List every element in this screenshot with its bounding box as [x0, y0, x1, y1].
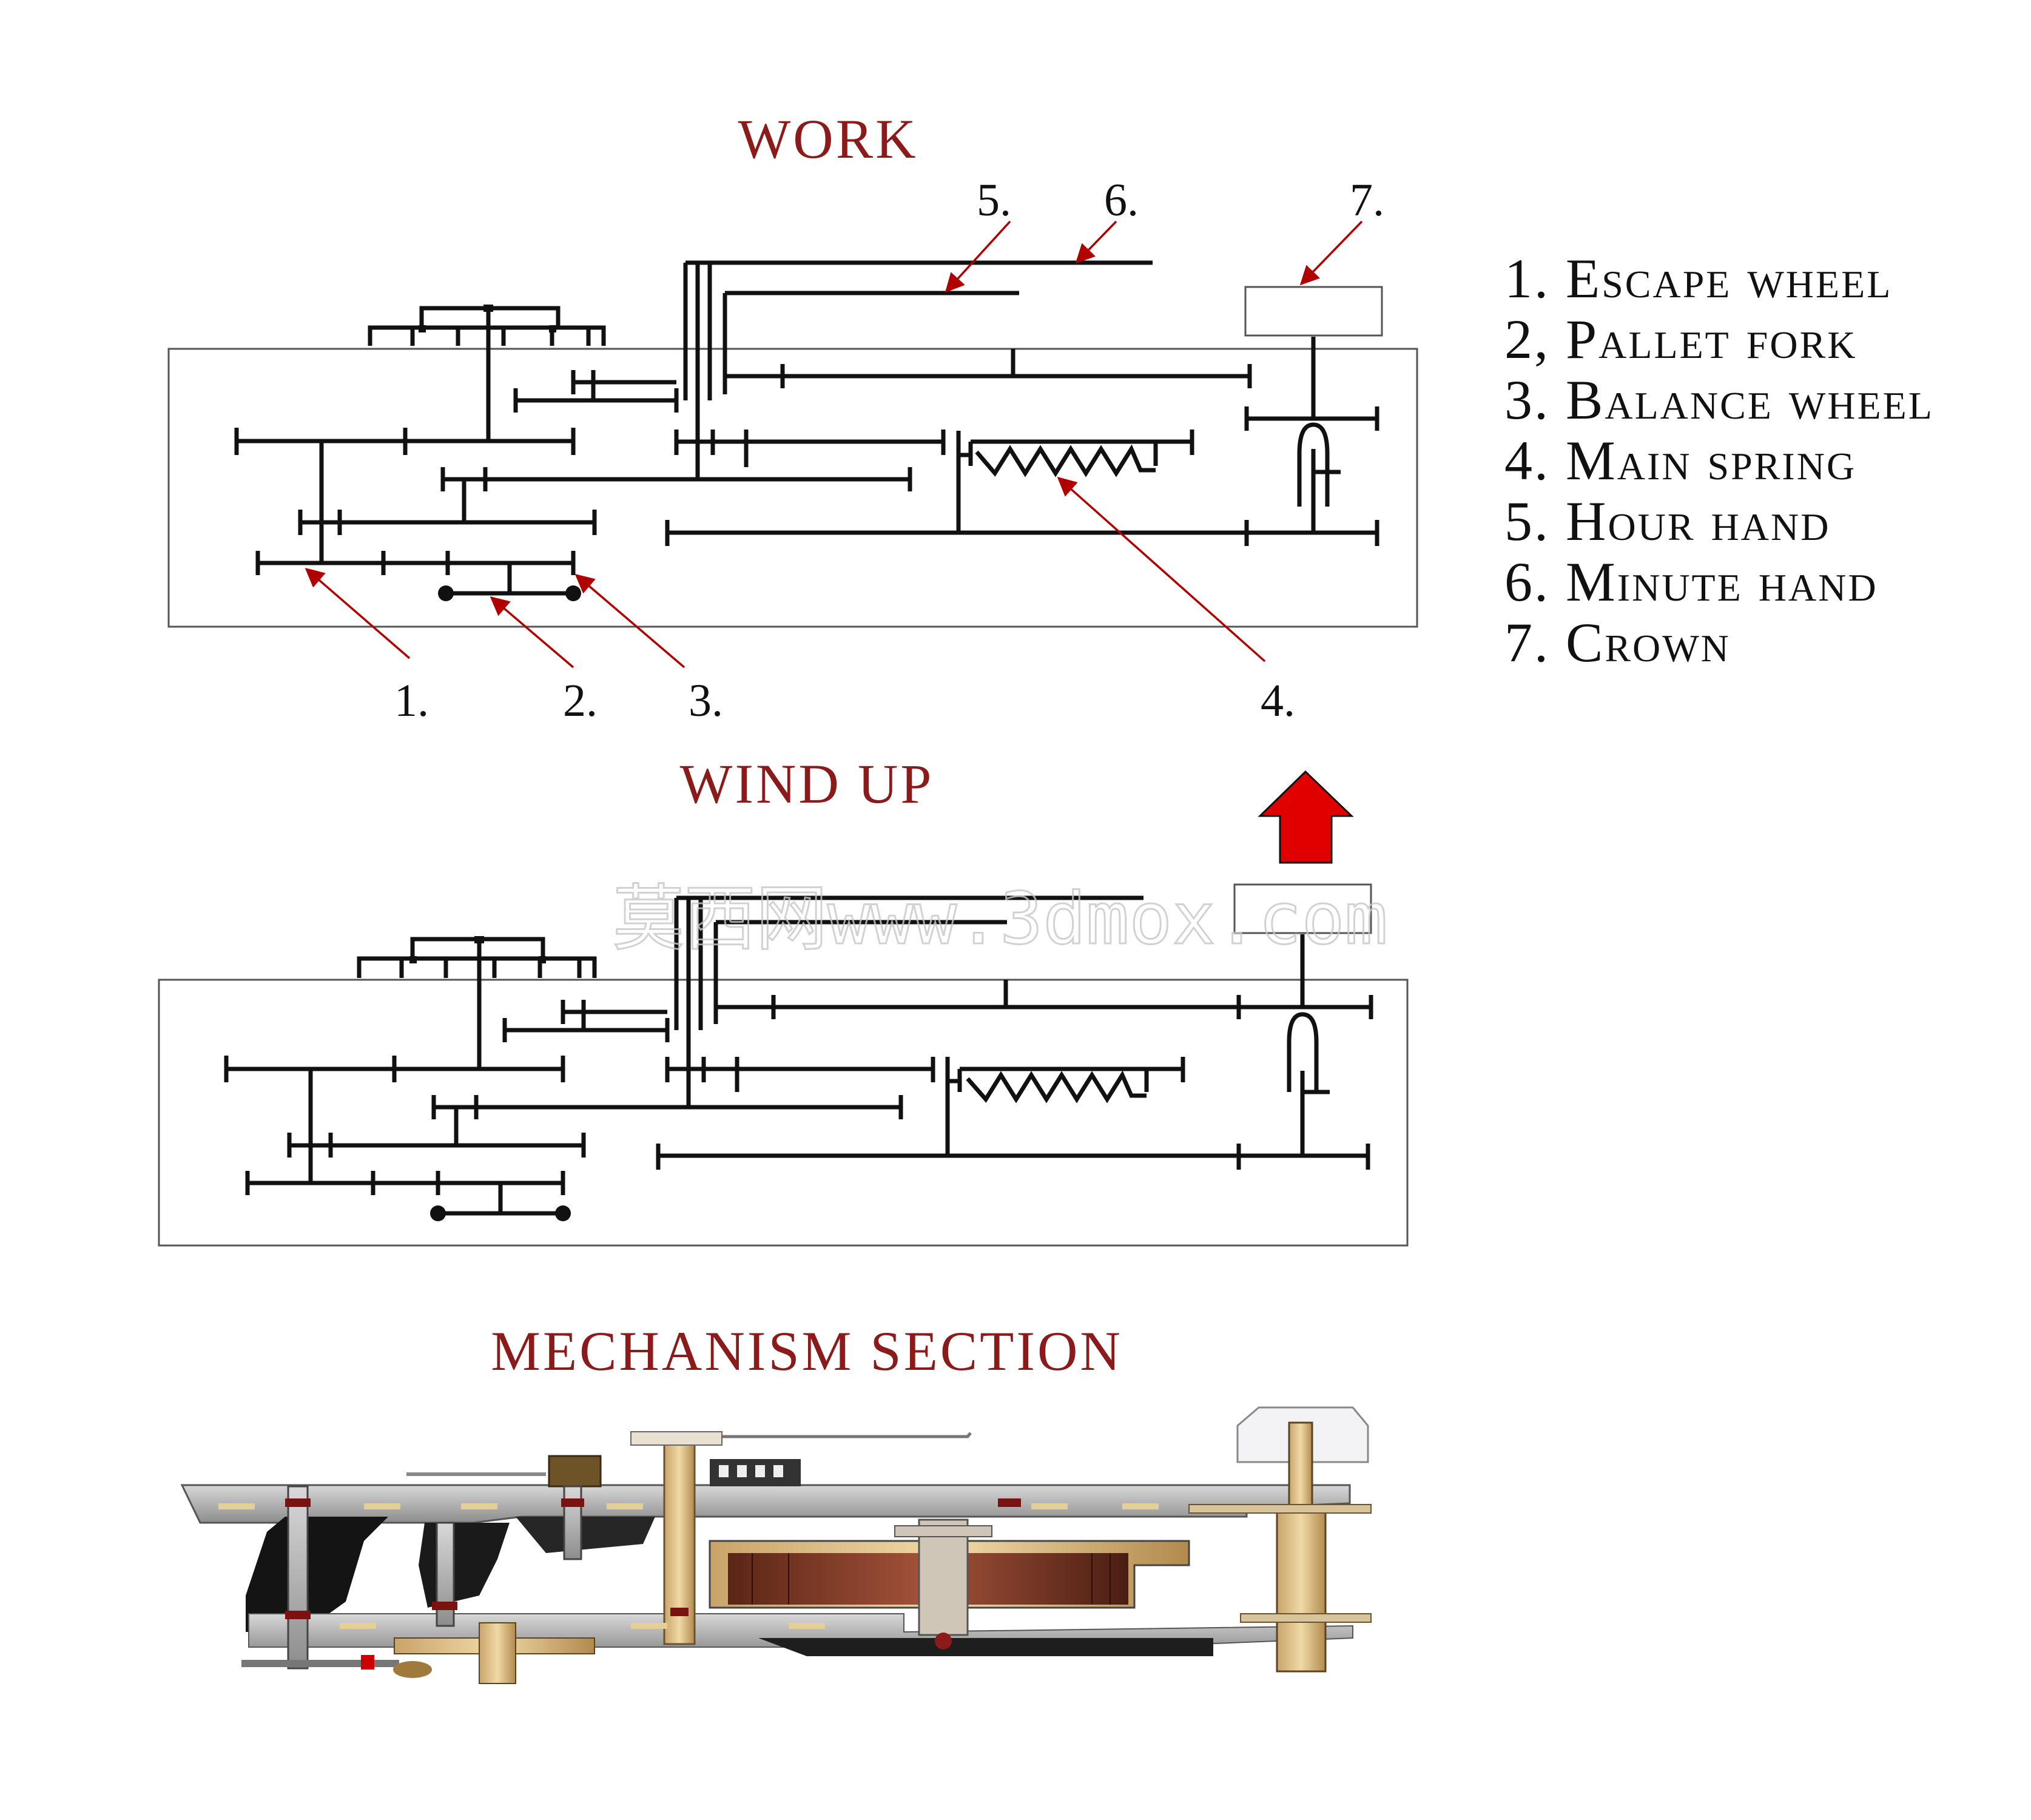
callout-arrows [305, 220, 1363, 669]
legend-item-crown: 7. Crown [1504, 612, 1731, 673]
red-up-arrow-icon [1258, 770, 1354, 864]
legend-item-minute-hand: 6. Minute hand [1504, 551, 1878, 613]
wind-up-schematic [158, 883, 1409, 1247]
bridge-middle [419, 1523, 510, 1608]
crown-stem [1276, 1509, 1327, 1673]
work-frame [167, 348, 1418, 628]
callout-5: 5. [977, 175, 1011, 226]
legend-item-balance-wheel: 3. Balance wheel [1504, 369, 1934, 431]
wind-up-frame [158, 979, 1409, 1247]
legend-item-escape-wheel: 1. Escape wheel [1504, 248, 1892, 309]
wind-up-title: WIND UP [680, 753, 934, 815]
legend: 1. Escape wheel 2, Pallet fork 3. Balanc… [1504, 248, 1934, 673]
work-schematic [167, 260, 1418, 628]
work-crown-box [1244, 286, 1383, 337]
callout-6: 6. [1104, 175, 1139, 226]
mechanism-section-render [180, 1406, 1372, 1684]
callout-3: 3. [689, 675, 723, 726]
callout-1: 1. [394, 675, 429, 726]
legend-item-pallet-fork: 2, Pallet fork [1504, 308, 1857, 370]
legend-item-main-spring: 4. Main spring [1504, 430, 1856, 491]
bridge-left [246, 1517, 388, 1632]
wind-up-crown-box [1233, 883, 1372, 934]
mechanism-section-title: MECHANISM SECTION [491, 1320, 1123, 1382]
callout-2: 2. [563, 675, 598, 726]
legend-item-hour-hand: 5. Hour hand [1504, 490, 1830, 552]
watermark: 莫西网www.3dmox.com [613, 877, 1388, 960]
callout-7: 7. [1350, 175, 1384, 226]
hands-section [637, 1432, 972, 1438]
callout-4: 4. [1261, 675, 1295, 726]
work-title: WORK [738, 108, 918, 170]
